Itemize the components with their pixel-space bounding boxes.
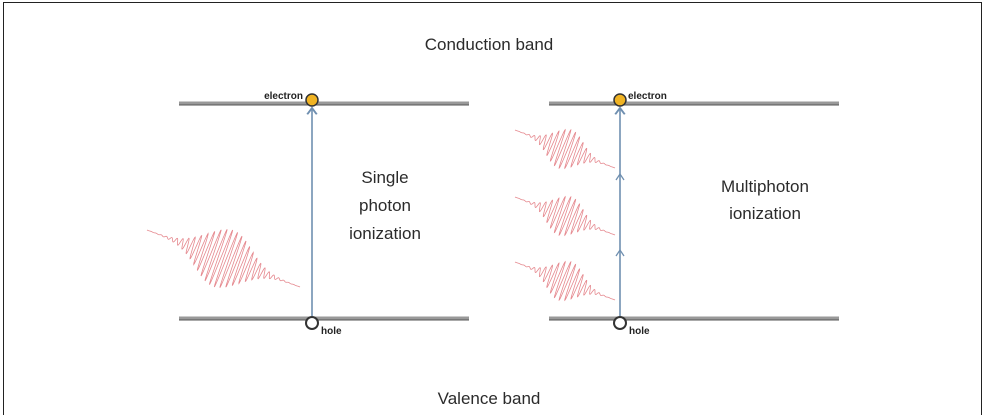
valence-band-label: Valence band (438, 389, 541, 408)
valence-band-left (179, 316, 469, 321)
single-photon-label-line2: photon (359, 196, 411, 215)
valence-band-right (549, 316, 839, 321)
multiphoton-pulse-1 (514, 128, 616, 170)
multiphoton-pulse-2 (514, 195, 616, 237)
hole-left-icon (305, 316, 319, 330)
electron-left-label: electron (264, 91, 303, 102)
conduction-band-right (549, 101, 839, 106)
conduction-band-left (179, 101, 469, 106)
hole-right-label: hole (629, 326, 650, 337)
single-photon-label-line3: ionization (349, 224, 421, 243)
single-photon-pulse (146, 229, 301, 288)
electron-left-icon (305, 93, 319, 107)
multiphoton-label-line2: ionization (729, 204, 801, 223)
hole-left-label: hole (321, 326, 342, 337)
electron-right-label: electron (628, 91, 667, 102)
multiphoton-label-line1: Multiphoton (721, 177, 809, 196)
multiphoton-pulse-3 (514, 260, 616, 302)
single-photon-label-line1: Single (361, 168, 408, 187)
conduction-band-label: Conduction band (425, 35, 554, 54)
multiphoton-step-marker-1 (615, 172, 625, 181)
electron-right-icon (613, 93, 627, 107)
hole-right-icon (613, 316, 627, 330)
diagram-frame (3, 2, 982, 415)
multiphoton-step-marker-2 (615, 248, 625, 257)
